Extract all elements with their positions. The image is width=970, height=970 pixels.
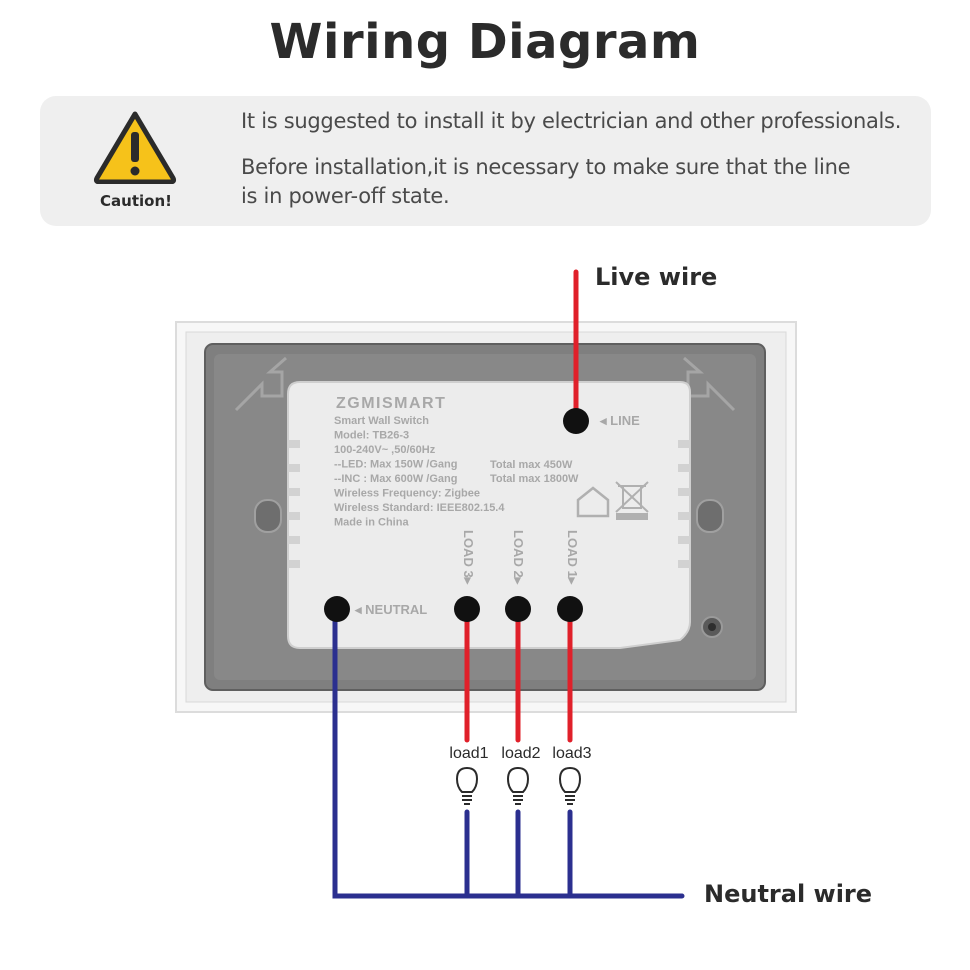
caution-panel	[40, 96, 931, 226]
line-terminal	[563, 408, 589, 434]
mount-slot-left	[254, 499, 282, 533]
caution-note-2: Before installation,it is necessary to m…	[241, 155, 851, 179]
load3-label: load3	[552, 745, 591, 762]
spec-line: Wireless Frequency: Zigbee	[334, 488, 480, 500]
neutral-wire-label: Neutral wire	[704, 880, 873, 908]
bulb-icon	[559, 767, 581, 805]
total-led: Total max 450W	[490, 459, 573, 471]
house-icon	[576, 486, 610, 518]
spec-line: --LED: Max 150W /Gang	[334, 459, 457, 471]
spec-line: Model: TB26-3	[334, 430, 409, 442]
mount-slot-right	[696, 499, 724, 533]
module-notches	[288, 440, 690, 568]
load3-terminal-label: LOAD 3▸	[461, 530, 476, 586]
load3-terminal	[454, 596, 480, 622]
total-inc: Total max 1800W	[490, 473, 579, 485]
neutral-wire	[332, 609, 685, 899]
load2-terminal-label: LOAD 2▸	[511, 530, 526, 586]
caution-label: Caution!	[100, 192, 172, 210]
spec-line: 100-240V~ ,50/60Hz	[334, 444, 436, 456]
load2-terminal	[505, 596, 531, 622]
spec-line: Made in China	[334, 517, 409, 529]
bulb-icon	[456, 767, 478, 805]
spec-line: Wireless Standard: IEEE802.15.4	[334, 502, 505, 514]
warning-icon	[93, 111, 177, 184]
caution-note-1: It is suggested to install it by electri…	[241, 109, 902, 133]
spec-line: --INC : Max 600W /Gang	[334, 473, 457, 485]
load1-terminal-label: LOAD 1▸	[565, 530, 580, 586]
page-title: Wiring Diagram	[269, 14, 701, 70]
brand-logo: ZGMISMART	[336, 395, 446, 412]
line-terminal-label: ◂ LINE	[599, 413, 640, 428]
bulb-icon	[507, 767, 529, 805]
caution-note-3: is in power-off state.	[241, 184, 450, 208]
spec-line: Smart Wall Switch	[334, 415, 429, 427]
load1-label: load1	[449, 745, 488, 762]
load2-label: load2	[501, 745, 540, 762]
live-wire-label: Live wire	[595, 263, 718, 291]
neutral-terminal	[324, 596, 350, 622]
emboss-arrow-left-icon	[234, 356, 287, 412]
load1-terminal	[557, 596, 583, 622]
weee-bin-icon	[615, 481, 649, 520]
neutral-terminal-label: ◂ NEUTRAL	[354, 602, 427, 617]
switch-module	[287, 381, 691, 649]
